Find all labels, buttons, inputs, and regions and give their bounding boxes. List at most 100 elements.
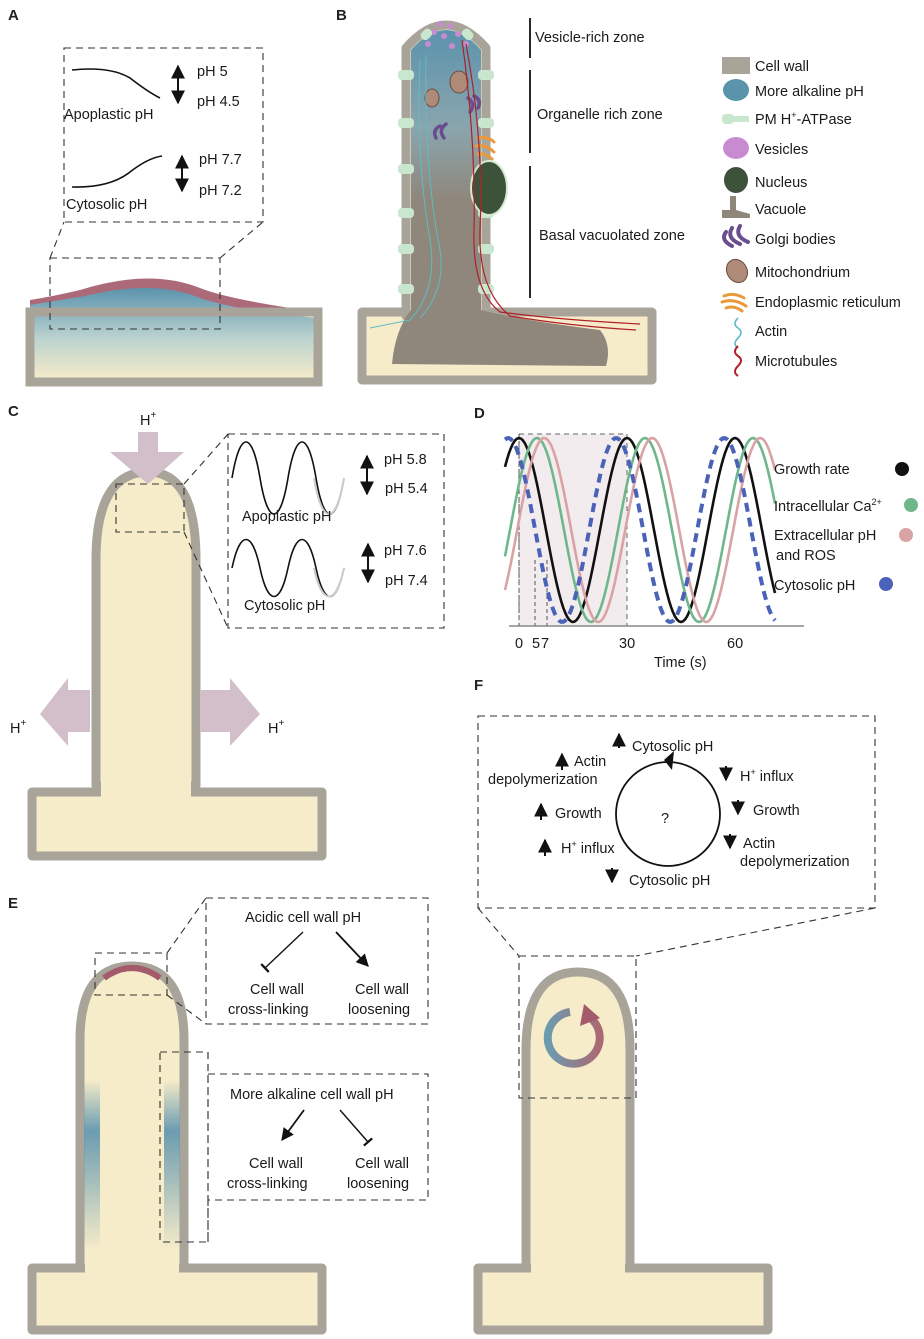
ph-low-a1: pH 4.5 [197, 94, 240, 110]
ph-low-c1: pH 5.4 [385, 481, 428, 497]
acidic-right-2: loosening [348, 1002, 410, 1018]
proton-left: H+ [10, 718, 26, 737]
f-right-2: Actin [743, 836, 775, 852]
alkaline-gradient [30, 288, 318, 380]
zone-vacuolated: Basal vacuolated zone [539, 228, 685, 244]
ph-high-a1: pH 5 [197, 64, 228, 80]
inset-a [63, 47, 264, 223]
acidic-left-1: Cell wall [250, 982, 304, 998]
vesicle-cluster [425, 21, 469, 49]
tissue-wall [25, 307, 323, 387]
legend-b-6: Golgi bodies [755, 232, 836, 248]
f-left-3: H+ influx [561, 839, 615, 857]
legend-d-2b: and ROS [776, 548, 836, 564]
highlight-window [518, 433, 628, 627]
f-top: Cytosolic pH [632, 739, 713, 755]
cycle-center: ? [661, 811, 669, 827]
ph-high-a2: pH 7.7 [199, 152, 242, 168]
ph-high-c1: pH 5.8 [384, 452, 427, 468]
legend-b-7: Mitochondrium [755, 265, 850, 281]
legend-d-swatch-1 [904, 498, 918, 512]
x-axis-label: Time (s) [654, 655, 707, 671]
panel-letter-c: C [8, 403, 19, 420]
proton-right: H+ [268, 718, 284, 737]
panel-c: C H+ H+ H+ Apoplastic pH pH 5.8 pH 5.4 C… [8, 403, 445, 861]
f-right-1: Growth [753, 803, 800, 819]
legend-b-8: Endoplasmic reticulum [755, 295, 901, 311]
x-tick-0: 0 [515, 636, 523, 652]
actin-b1 [369, 59, 433, 329]
f-right-0: H+ influx [740, 767, 794, 785]
apoplastic-label-c: Apoplastic pH [242, 509, 331, 525]
cytosolic-wave [231, 538, 345, 598]
f-left-1: depolymerization [488, 772, 598, 788]
alkaline-right-1: Cell wall [355, 1156, 409, 1172]
nucleus-icon [724, 167, 748, 193]
alkaline-left-2: cross-linking [227, 1176, 308, 1192]
x-tick-2: 7 [541, 636, 549, 652]
acidic-apex [102, 965, 162, 981]
alkaline-ph-icon [723, 79, 749, 101]
proton-arrow-top [110, 432, 184, 484]
microtubule-icon [734, 345, 742, 377]
zoom-box-e2 [159, 1051, 209, 1243]
proton-top: H+ [140, 410, 156, 429]
cycle-ring-arrowhead [580, 1004, 600, 1026]
alkaline-title: More alkaline cell wall pH [230, 1087, 394, 1103]
proton-arrow-left [40, 678, 90, 746]
apoplastic-curve [71, 68, 161, 99]
legend-b-2: PM H+-ATPase [755, 110, 852, 128]
golgi-icon [722, 224, 750, 248]
proton-arrow-right [200, 678, 260, 746]
legend-d-0: Growth rate [774, 462, 850, 478]
series-line-2 [503, 436, 777, 624]
x-tick-4: 60 [727, 636, 743, 652]
tissue-base-c [27, 787, 327, 861]
ph-high-c2: pH 7.6 [384, 543, 427, 559]
panel-letter-f: F [474, 677, 483, 694]
actin-b2 [419, 54, 442, 319]
atpase-icon [722, 114, 749, 124]
alkaline-flank-left [84, 1080, 100, 1250]
legend-d-3: Cytosolic pH [774, 578, 855, 594]
cycle-arrowhead [664, 751, 674, 770]
ph-low-c2: pH 7.4 [385, 573, 428, 589]
chart-series-group [503, 436, 777, 624]
inset-e2 [207, 1073, 429, 1201]
legend-d: Growth rate Intracellular Ca2+ Extracell… [774, 462, 918, 594]
alkaline-flank-right [164, 1080, 180, 1250]
series-line-1 [503, 436, 777, 624]
panel-letter-b: B [336, 7, 347, 24]
apoplastic-label-a: Apoplastic pH [64, 107, 153, 123]
inset-f [477, 715, 876, 909]
panel-f: F ? Cytosolic pH H+ influx Growth Actin … [473, 677, 876, 1335]
actin-icon [734, 317, 742, 349]
panel-b: B [336, 7, 901, 385]
panel-a: A Apoplastic pH pH 5 pH 4.5 Cytosolic pH… [8, 7, 323, 387]
legend-b-0: Cell wall [755, 59, 809, 75]
f-right-3: depolymerization [740, 854, 850, 870]
legend-b: Cell wall More alkaline pH PM H+-ATPase … [720, 57, 901, 377]
legend-d-swatch-3 [879, 577, 893, 591]
alkaline-left-1: Cell wall [249, 1156, 303, 1172]
legend-b-3: Vesicles [755, 142, 808, 158]
legend-b-9: Actin [755, 324, 787, 340]
microtubule-b1 [461, 39, 641, 325]
panel-e: E Acidic cell wall pH Cell wall cross-li… [8, 895, 429, 1335]
zoom-box-a [49, 257, 221, 330]
cytosolic-label-a: Cytosolic pH [66, 197, 147, 213]
inset-c [227, 433, 445, 629]
tube-wall-c [91, 467, 201, 791]
legend-d-1: Intracellular Ca2+ [774, 497, 882, 515]
panel-letter-d: D [474, 405, 485, 422]
nucleus-b [470, 160, 508, 216]
series-line-3 [503, 436, 777, 624]
cytosolic-label-c: Cytosolic pH [244, 598, 325, 614]
tube-join-c [101, 780, 191, 800]
inset-e1 [205, 897, 429, 1025]
x-tick-1: 5 [532, 636, 540, 652]
legend-d-2a: Extracellular pH [774, 528, 876, 544]
f-bottom: Cytosolic pH [629, 873, 710, 889]
panel-letter-e: E [8, 895, 18, 912]
legend-b-5: Vacuole [755, 202, 806, 218]
